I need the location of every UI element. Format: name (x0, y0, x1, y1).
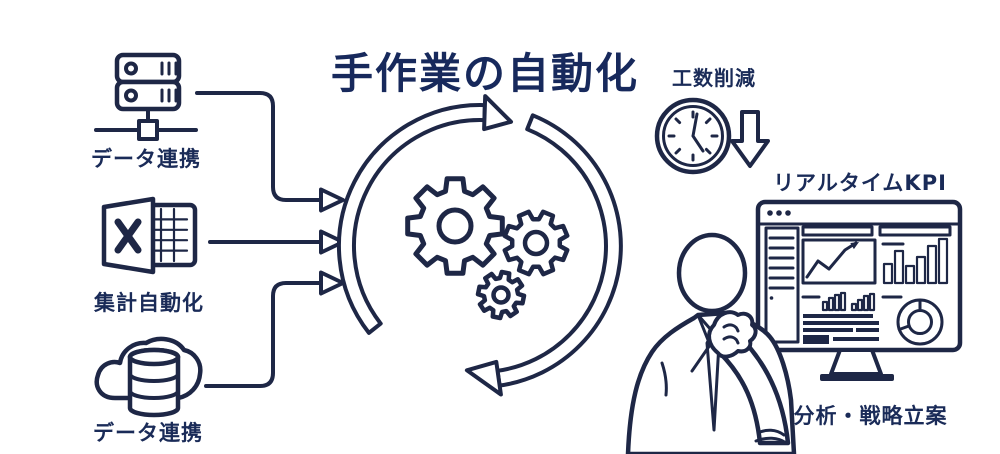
arrowhead-middle (319, 229, 345, 255)
source-server-label: データ連携 (91, 147, 201, 171)
source-excel-label: 集計自動化 (94, 291, 204, 315)
monitor-stand-neck (829, 348, 883, 376)
analysis-strategy-label: 分析・戦略立案 (793, 404, 948, 428)
arrowhead-bottom (319, 270, 345, 296)
source-cloud-label: データ連携 (93, 421, 203, 445)
cycle-arrowhead-top (482, 94, 513, 132)
window-dot (776, 210, 782, 216)
donut-chart (896, 298, 944, 346)
finger-lines (722, 323, 740, 345)
page-title: 手作業の自動化 (330, 49, 639, 99)
line-chart-panel (801, 238, 877, 285)
down-arrow-icon (730, 110, 770, 168)
person-head (676, 232, 748, 314)
clock-hands (691, 112, 705, 153)
person-hand (707, 310, 758, 359)
clock-icon (654, 97, 732, 175)
bar-chart (882, 237, 949, 285)
trend-line (805, 241, 858, 279)
excel-spreadsheet-icon (101, 196, 198, 275)
flow-arrows (195, 91, 345, 388)
thinking-businessman-icon (625, 232, 797, 454)
window-dot (767, 210, 773, 216)
window-dot (785, 210, 791, 216)
dashboard-sidebar (764, 226, 800, 344)
effort-reduction-label: 工数削減 (672, 66, 756, 90)
mini-bars (821, 291, 876, 312)
excel-x-glyph (114, 218, 142, 254)
cloud-database-icon (94, 336, 203, 418)
connector-bottom (204, 281, 322, 388)
arrowhead-top (319, 187, 345, 213)
connector-top (195, 91, 322, 202)
text-lines (803, 314, 879, 344)
dashboard-monitor-icon (755, 199, 963, 381)
gears-cycle-icon (336, 94, 623, 397)
realtime-kpi-label: リアルタイムKPI (773, 171, 947, 195)
cycle-arrowhead-bottom (464, 359, 503, 397)
trend-arrowhead (850, 242, 859, 250)
network-node (137, 119, 159, 141)
wrist-cuff (754, 428, 788, 445)
monitor-stand-base (820, 374, 894, 381)
server-icon (94, 52, 198, 141)
